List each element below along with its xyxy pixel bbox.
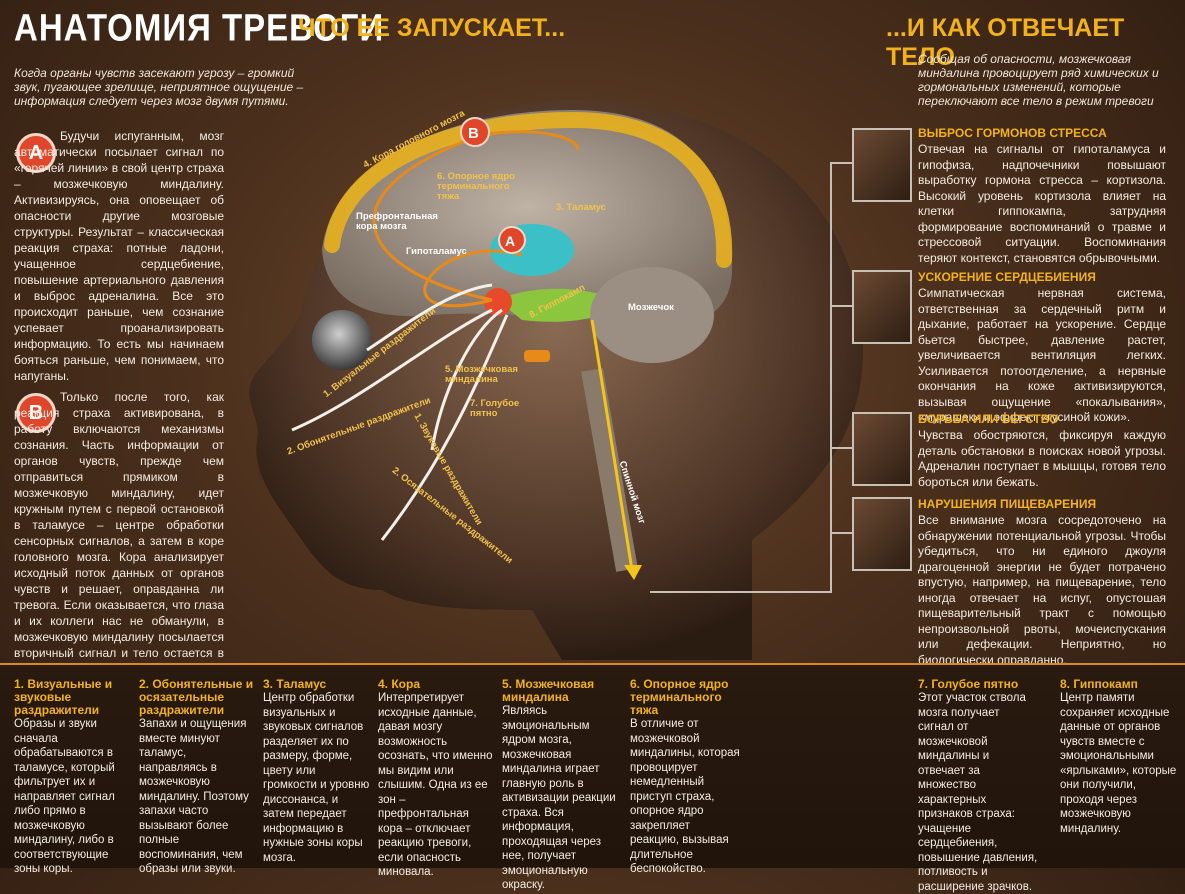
glossary-item-7: 7. Голубое пятно Этот участок ствола моз… — [918, 678, 1038, 894]
spine-arrowhead — [624, 565, 642, 580]
label-bnst: 6. Опорное ядро терминального тяжа — [437, 171, 515, 202]
response-text: Симпатическая нервная система, ответстве… — [918, 286, 1166, 424]
locus-ceruleus — [524, 350, 550, 362]
adrenal-thumbnail — [852, 128, 912, 202]
intro-right: Сообщая об опасности, мозжечковая миндал… — [918, 52, 1159, 108]
glossary-title: 3. Таламус — [263, 677, 327, 691]
response-text: Все внимание мозга сосредоточено на обна… — [918, 513, 1166, 667]
glossary-title: 6. Опорное ядро терминального тяжа — [630, 677, 729, 717]
brain-illustration: B A — [249, 99, 863, 660]
connector-2 — [830, 305, 852, 307]
glossary-item-8: 8. Гиппокамп Центр памяти сохраняет исхо… — [1060, 678, 1178, 836]
glossary-item-4: 4. Кора Интерпретирует исходные данные, … — [378, 678, 494, 880]
label-hypothalamus: Гипоталамус — [406, 246, 467, 257]
label-locus: 7. Голубое пятно — [470, 398, 520, 419]
cause-heading: ЧТО ЕЕ ЗАПУСКАЕТ... — [298, 14, 566, 42]
glossary-text: Образы и звуки сначала обрабатываются в … — [14, 718, 115, 875]
response-text: Чувства обостряются, фиксируя каждую дет… — [918, 428, 1166, 489]
label-thalamus: 3. Таламус — [556, 202, 606, 213]
response-title: УСКОРЕНИЕ СЕРДЦЕБИЕНИЯ — [918, 270, 1096, 284]
path-a-badge: A — [16, 133, 56, 173]
cortex-band — [324, 111, 733, 268]
glossary-text: Центр обработки визуальных и звуковых си… — [263, 692, 370, 864]
label-prefrontal: Префронтальная кора мозга — [356, 211, 438, 232]
response-title: НАРУШЕНИЯ ПИЩЕВАРЕНИЯ — [918, 497, 1097, 511]
intro-left: Когда органы чувств засекают угрозу – гр… — [14, 66, 304, 108]
diagram-badge-b-text: B — [468, 125, 479, 142]
body-response-heading: ...И КАК ОТВЕЧАЕТ ТЕЛО — [886, 14, 1125, 71]
glossary-divider — [0, 663, 1185, 665]
connector-3 — [830, 447, 852, 449]
auditory-path — [430, 308, 503, 451]
path-b-text: Только после того, как реакция страха ак… — [14, 390, 224, 676]
label-amygdala: 5. Мозжечковая миндалина — [445, 364, 518, 385]
connector-vertical — [830, 162, 832, 592]
glossary-title: 1. Визуальные и звуковые раздражители — [14, 677, 113, 717]
glossary-text: В отличие от мозжечковой миндалины, кото… — [630, 718, 740, 875]
path-a-arrow — [423, 249, 523, 307]
spinal-cord — [581, 368, 638, 572]
glossary-bar — [0, 663, 1185, 868]
glossary-title: 5. Мозжечковая миндалина — [502, 677, 595, 704]
glossary-title: 8. Гиппокамп — [1060, 677, 1138, 691]
path-b-arrow — [372, 130, 579, 302]
response-title: ВЫБРОС ГОРМОНОВ СТРЕССА — [918, 126, 1107, 140]
diagram-badge-b — [460, 117, 490, 147]
path-b-badge: B — [16, 393, 56, 433]
response-heart-rate: УСКОРЕНИЕ СЕРДЦЕБИЕНИЯ Симпатическая нер… — [918, 270, 1166, 426]
connector-4 — [830, 532, 852, 534]
hippocampus — [497, 288, 617, 322]
glossary-title: 7. Голубое пятно — [918, 677, 1019, 691]
eye — [312, 310, 372, 370]
diagram-badge-a-text: A — [505, 233, 515, 249]
connector-1 — [830, 162, 852, 164]
glossary-text: Центр памяти сохраняет исходные данные о… — [1060, 692, 1177, 835]
response-fight-flight: БОРЬБА ИЛИ БЕГСТВО Чувства обостряются, … — [918, 412, 1166, 490]
stomach-thumbnail — [852, 497, 912, 571]
diagram-badge-a — [498, 226, 526, 254]
glossary-text: Интерпретирует исходные данные, давая мо… — [378, 692, 493, 878]
muscle-thumbnail — [852, 412, 912, 486]
label-cerebellum: Мозжечок — [628, 302, 674, 313]
response-stress-hormones: ВЫБРОС ГОРМОНОВ СТРЕССА Отвечая на сигна… — [918, 126, 1166, 266]
glossary-item-1: 1. Визуальные и звуковые раздражители Об… — [14, 678, 132, 877]
visual-path — [366, 283, 493, 352]
glossary-text: Этот участок ствола мозга получает сигна… — [918, 692, 1038, 893]
cerebellum — [590, 267, 714, 363]
path-a-text: Будучи испуганным, мозг автоматически по… — [14, 129, 224, 383]
response-title: БОРЬБА ИЛИ БЕГСТВО — [918, 412, 1059, 426]
glossary-title: 2. Обонятельные и осязательные раздражит… — [139, 677, 254, 717]
glossary-text: Запахи и ощущения вместе минуют таламус,… — [139, 718, 249, 875]
response-digestion: НАРУШЕНИЯ ПИЩЕВАРЕНИЯ Все внимание мозга… — [918, 497, 1166, 668]
connector-base — [650, 591, 832, 593]
glossary-text: Являясь эмоциональным ядром мозга, мозже… — [502, 705, 616, 891]
glossary-title: 4. Кора — [378, 677, 420, 691]
spine-arrow — [590, 319, 634, 571]
glossary-item-2: 2. Обонятельные и осязательные раздражит… — [139, 678, 255, 877]
page-title: АНАТОМИЯ ТРЕВОГИ — [14, 6, 385, 49]
glossary-item-3: 3. Таламус Центр обработки визуальных и … — [263, 678, 371, 865]
tactile-path — [380, 314, 509, 541]
glossary-item-5: 5. Мозжечковая миндалина Являясь эмоцион… — [502, 678, 620, 893]
olfactory-path — [291, 308, 493, 432]
glossary-item-6: 6. Опорное ядро терминального тяжа В отл… — [630, 678, 740, 877]
response-text: Отвечая на сигналы от гипоталамуса и гип… — [918, 142, 1166, 265]
brain-diagram: B A — [232, 70, 892, 660]
heart-thumbnail — [852, 270, 912, 344]
